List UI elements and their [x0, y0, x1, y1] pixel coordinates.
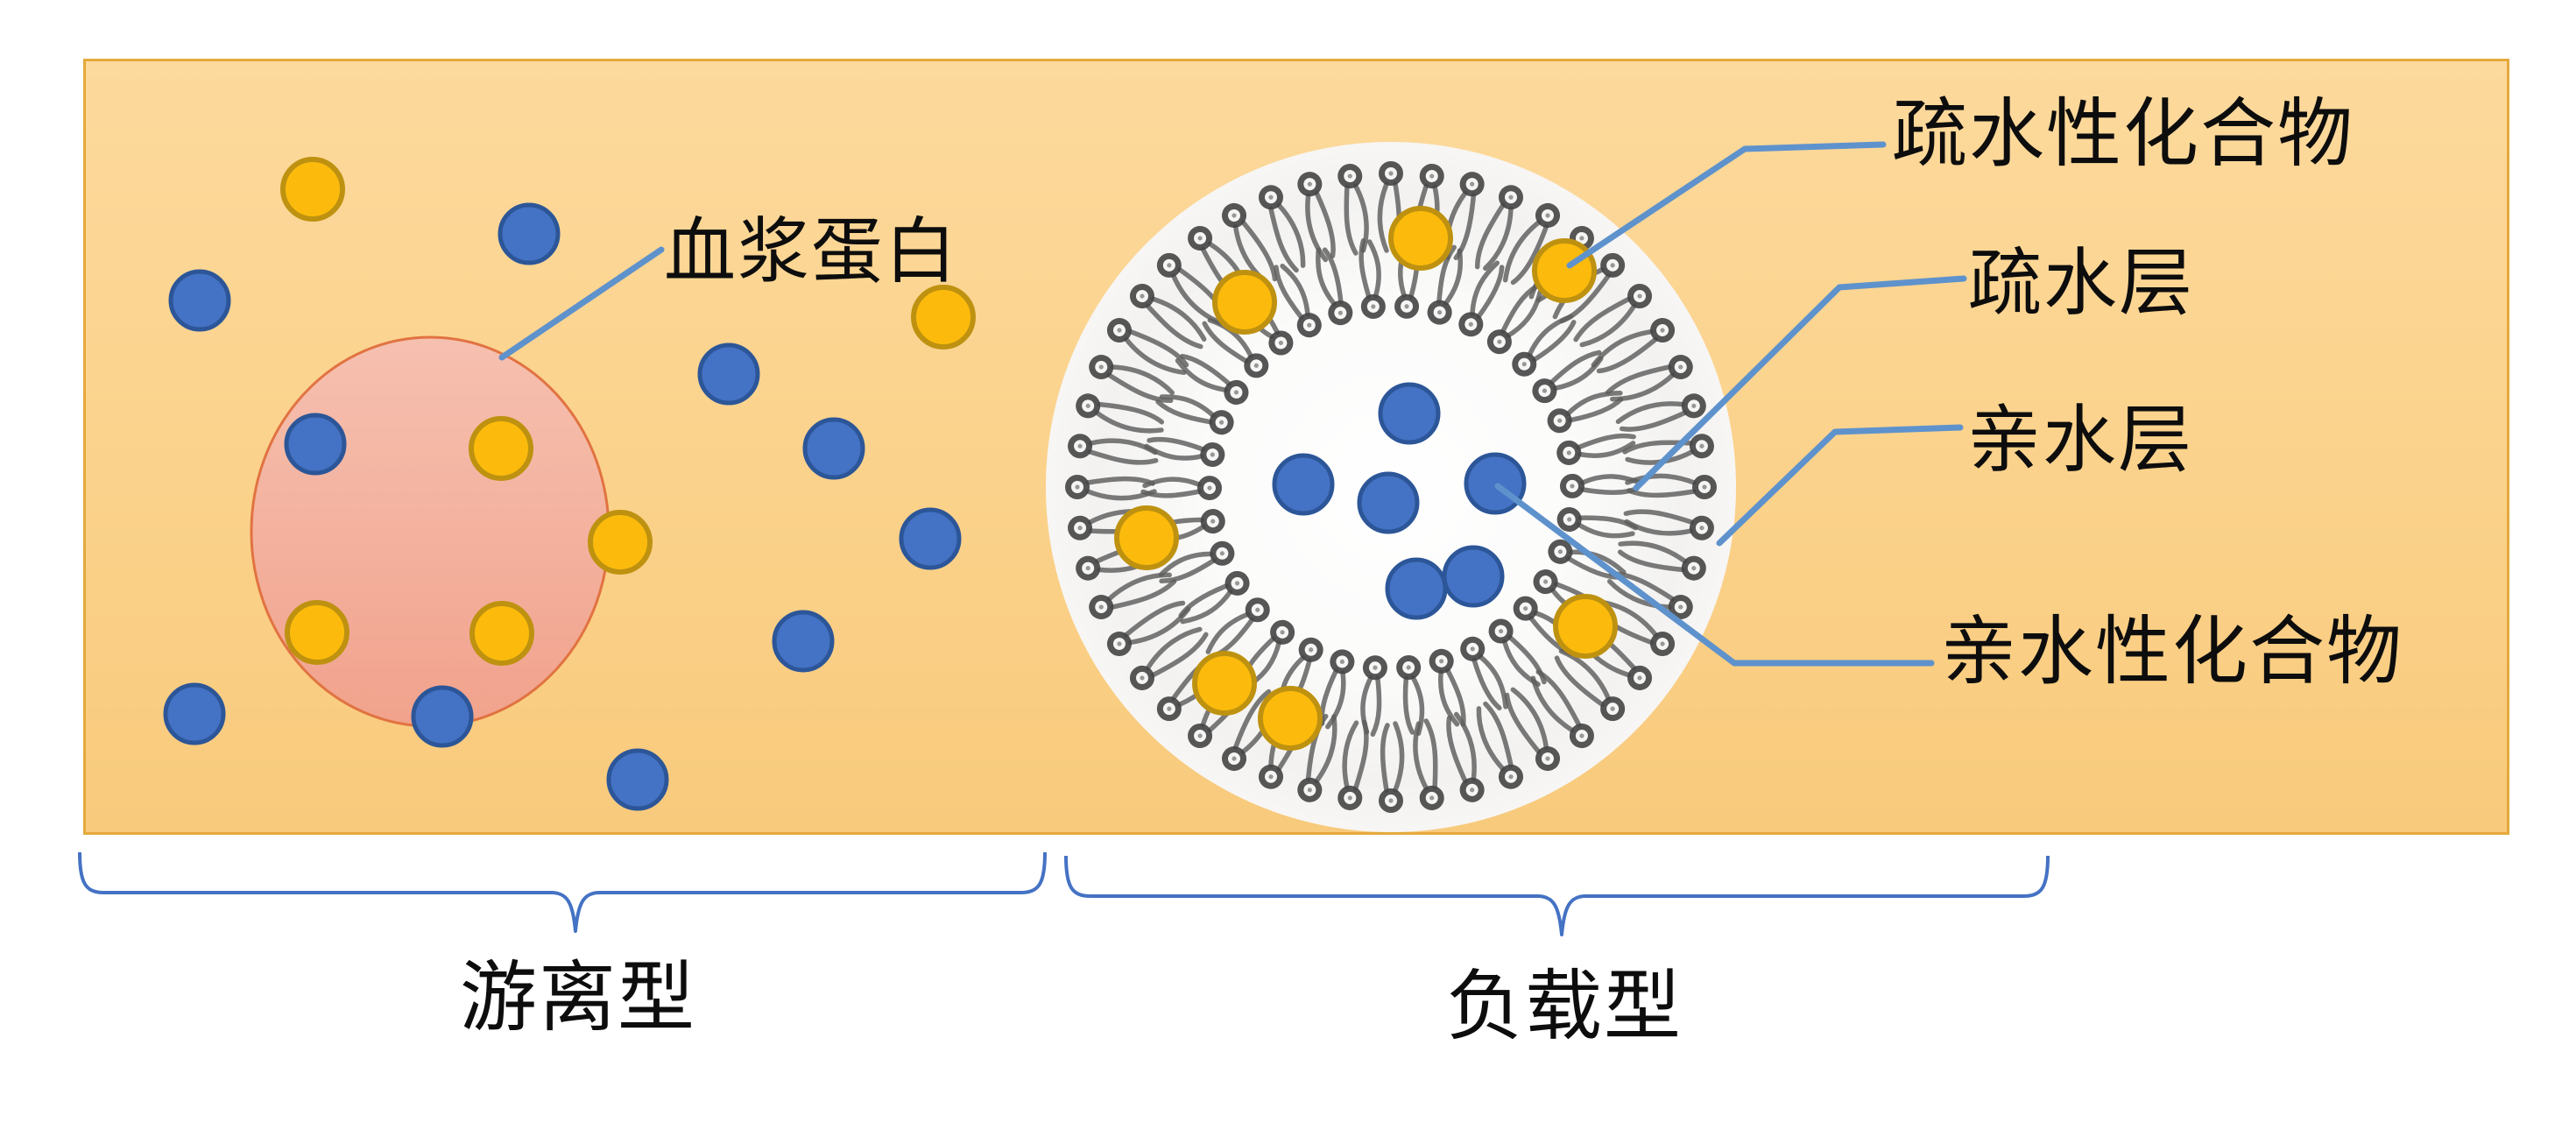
- free-hydrophilic-drug-dot: [284, 413, 347, 476]
- lipid-outer-leaflet: [1106, 318, 1189, 376]
- free-hydrophilic-drug-dot: [697, 343, 760, 406]
- lipid-inner-leaflet: [1547, 390, 1624, 434]
- lipid-inner-leaflet: [1144, 436, 1225, 468]
- lipid-outer-leaflet: [1476, 701, 1524, 789]
- lipid-outer-leaflet: [1573, 284, 1653, 348]
- free-hydrophilic-drug-dot: [606, 748, 669, 811]
- liposome-hydrophobic-drug-dot: [1553, 594, 1618, 659]
- label-loaded-type: 负载型: [1446, 963, 1683, 1049]
- lipid-inner-leaflet: [1158, 540, 1235, 584]
- label-free-type: 游离型: [460, 954, 697, 1041]
- lipid-outer-leaflet: [1591, 318, 1676, 374]
- lipid-outer-leaflet: [1129, 284, 1207, 350]
- lipid-inner-leaflet: [1429, 648, 1466, 727]
- liposome-hydrophobic-drug-dot: [1114, 505, 1179, 570]
- lipid-outer-leaflet: [1605, 354, 1693, 402]
- lipid-outer-leaflet: [1504, 687, 1560, 772]
- liposome-hydrophilic-drug-dot: [1442, 545, 1505, 608]
- free-hydrophilic-drug-dot: [411, 685, 474, 748]
- liposome-hydrophobic-drug-dot: [1388, 206, 1453, 271]
- lipid-outer-leaflet: [1615, 393, 1706, 432]
- label-hydrophobic-compound: 疏水性化合物: [1892, 92, 2354, 176]
- free-hydrophilic-drug-dot: [802, 417, 865, 480]
- lipid-inner-leaflet: [1175, 353, 1249, 405]
- lipid-outer-leaflet: [1129, 626, 1209, 690]
- liposome-hydrophobic-drug-dot: [1258, 686, 1323, 751]
- lipid-outer-leaflet: [1623, 509, 1714, 540]
- label-hydrophilic-layer: 亲水层: [1967, 399, 2194, 481]
- label-hydrophobic-layer: 疏水层: [1968, 242, 2195, 324]
- free-hydrophilic-drug-dot: [899, 507, 962, 570]
- liposome-hydrophobic-drug-dot: [1532, 238, 1597, 303]
- lipid-inner-leaflet: [1486, 284, 1543, 355]
- lipid-outer-leaflet: [1617, 540, 1706, 581]
- lipid-inner-leaflet: [1556, 506, 1638, 539]
- lipid-inner-leaflet: [1274, 264, 1322, 338]
- free-hydrophobic-drug-dot: [280, 157, 345, 222]
- lipid-outer-leaflet: [1258, 185, 1306, 273]
- lipid-inner-leaflet: [1359, 237, 1386, 319]
- lipid-outer-leaflet: [1089, 354, 1175, 404]
- lipid-inner-leaflet: [1460, 636, 1508, 710]
- free-hydrophilic-drug-dot: [163, 682, 226, 745]
- brace-loaded-type: [1064, 855, 2050, 936]
- lipid-outer-leaflet: [1379, 721, 1405, 813]
- free-hydrophobic-drug-dot: [469, 416, 533, 481]
- free-hydrophobic-drug-dot: [911, 285, 976, 350]
- lipid-outer-leaflet: [1446, 711, 1485, 802]
- lipid-inner-leaflet: [1427, 244, 1464, 325]
- lipid-outer-leaflet: [1377, 161, 1403, 253]
- lipid-inner-leaflet: [1548, 539, 1627, 580]
- lipid-inner-leaflet: [1140, 476, 1223, 501]
- lipid-inner-leaflet: [1512, 314, 1577, 377]
- free-hydrophilic-drug-dot: [772, 610, 835, 673]
- label-hydrophilic-compound: 亲水性化合物: [1941, 610, 2403, 694]
- lipid-outer-leaflet: [1502, 202, 1560, 286]
- brace-free-type: [78, 851, 1047, 933]
- liposome-hydrophilic-drug-dot: [1378, 382, 1441, 445]
- free-hydrophobic-drug-dot: [285, 600, 349, 665]
- free-hydrophilic-drug-dot: [168, 269, 231, 332]
- leader-hydrophilic-layer: [1716, 424, 1964, 547]
- liposome-hydrophobic-drug-dot: [1212, 270, 1277, 335]
- leader-hydrophobic-compound: [1566, 141, 1887, 269]
- lipid-inner-leaflet: [1458, 260, 1505, 337]
- free-hydrophilic-drug-dot: [498, 202, 561, 265]
- plasma-protein-ellipse: [250, 335, 610, 728]
- liposome-hydrophobic-drug-dot: [1192, 651, 1257, 716]
- lipid-inner-leaflet: [1316, 247, 1353, 326]
- lipid-inner-leaflet: [1532, 350, 1604, 404]
- label-plasma-protein: 血浆蛋白: [664, 212, 959, 292]
- leader-hydrophilic-compound: [1494, 483, 1935, 667]
- liposome-hydrophilic-drug-dot: [1272, 453, 1335, 516]
- free-hydrophobic-drug-dot: [469, 601, 534, 666]
- liposome-hydrophilic-drug-dot: [1385, 557, 1448, 620]
- lipid-outer-leaflet: [1474, 185, 1524, 271]
- lipid-inner-leaflet: [1155, 394, 1234, 435]
- lipid-inner-leaflet: [1556, 433, 1636, 465]
- lipid-outer-leaflet: [1297, 172, 1336, 263]
- lipid-inner-leaflet: [1202, 317, 1269, 378]
- leader-hydrophobic-layer: [1633, 275, 1967, 491]
- leader-plasma-protein: [498, 246, 665, 361]
- lipid-inner-leaflet: [1178, 570, 1250, 625]
- lipid-outer-leaflet: [1089, 572, 1177, 620]
- lipid-inner-leaflet: [1360, 655, 1387, 738]
- lipid-inner-leaflet: [1396, 655, 1425, 737]
- lipid-inner-leaflet: [1488, 618, 1547, 687]
- liposome-hydrophilic-drug-dot: [1357, 471, 1420, 534]
- lipid-outer-leaflet: [1076, 393, 1165, 434]
- lipid-outer-leaflet: [1297, 713, 1337, 802]
- liposome-hydrophilic-drug-dot: [1464, 452, 1527, 515]
- free-hydrophobic-drug-dot: [588, 510, 653, 575]
